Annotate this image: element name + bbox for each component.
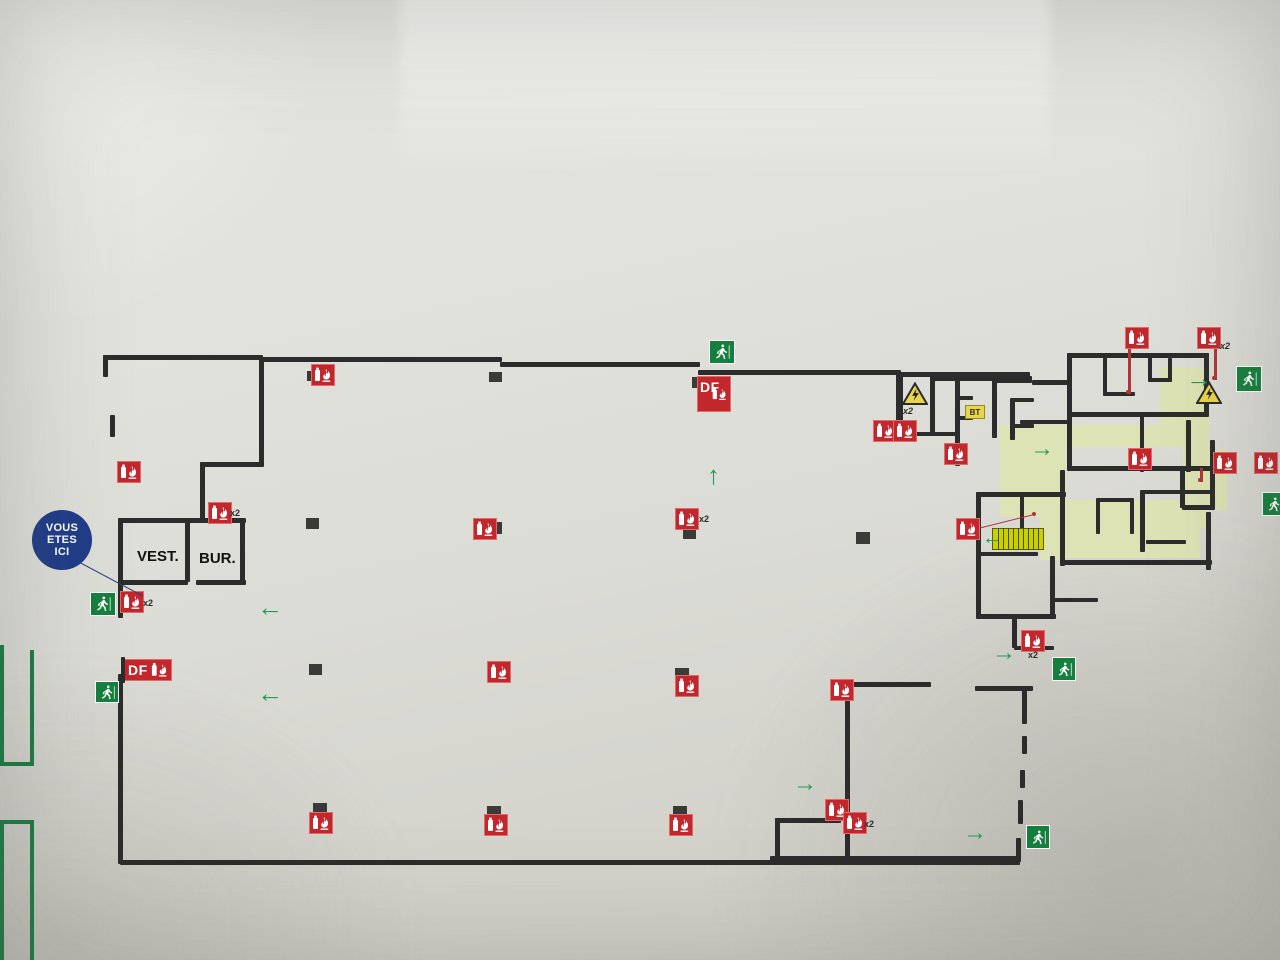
column [856, 532, 870, 544]
fire-extinguisher-sign [120, 591, 144, 613]
x2-label: x2 [230, 508, 241, 518]
x2-label: x2 [864, 819, 875, 829]
fire-extinguisher-sign [484, 814, 508, 836]
evacuation-arrow-right: → [793, 770, 817, 797]
df-label: DF [700, 379, 720, 395]
fire-extinguisher-sign [1213, 452, 1237, 474]
fire-extinguisher-sign [675, 508, 699, 530]
you-are-here-bubble: VOUS ETES ICI [32, 510, 92, 570]
fire-extinguisher-sign [1128, 448, 1152, 470]
electrical-hazard-triangle [901, 381, 929, 411]
bt-label: BT [965, 405, 985, 419]
fire-extinguisher-sign [944, 443, 968, 465]
x2-label: x2 [699, 514, 710, 524]
you-are-here-line2: ETES [47, 534, 77, 546]
fire-extinguisher-sign [117, 461, 141, 483]
fire-door-sign [697, 376, 731, 412]
x2-label: x2 [903, 406, 914, 416]
emergency-exit-sign [95, 681, 119, 703]
column [489, 372, 502, 382]
you-are-here-line3: ICI [54, 546, 70, 558]
fire-extinguisher-sign [843, 812, 867, 834]
emergency-exit-sign [1052, 657, 1076, 681]
fire-extinguisher-sign [873, 420, 897, 442]
fire-extinguisher-sign [1125, 327, 1149, 349]
column [309, 664, 322, 675]
emergency-exit-sign [1262, 492, 1280, 516]
glare-reflection [400, 0, 1050, 180]
x2-label: x2 [1028, 650, 1039, 660]
fire-extinguisher-sign [309, 812, 333, 834]
evacuation-arrow-right: → [963, 819, 987, 846]
fire-extinguisher-sign [669, 814, 693, 836]
room-label-bur: BUR. [199, 550, 236, 567]
fire-extinguisher-sign [1254, 452, 1278, 474]
emergency-exit-sign [1026, 825, 1050, 849]
column [683, 527, 696, 539]
fire-extinguisher-sign [473, 518, 497, 540]
fire-extinguisher-sign [675, 675, 699, 697]
stairs-direction-arrow: ← [982, 527, 1002, 549]
fire-extinguisher-sign [1021, 630, 1045, 652]
shadow-bottom-left [0, 660, 420, 960]
evacuation-arrow-left: ← [257, 678, 283, 708]
fire-extinguisher-sign [208, 502, 232, 524]
room-label-vest: VEST. [137, 548, 179, 565]
df-label: DF [128, 662, 148, 678]
shadow-bottom-right [700, 500, 1280, 960]
fire-extinguisher-sign [311, 364, 335, 386]
fire-extinguisher-sign [830, 679, 854, 701]
emergency-exit-sign [1236, 366, 1262, 392]
x2-label: x2 [143, 598, 154, 608]
fire-extinguisher-sign [487, 661, 511, 683]
light-highlight-top-left [0, 0, 330, 340]
fire-extinguisher-sign [956, 518, 980, 540]
evacuation-arrow-right: → [992, 639, 1016, 666]
evacuation-arrow-up: ↑ [707, 460, 720, 490]
you-are-here-line1: VOUS [45, 522, 79, 534]
emergency-exit-sign [90, 592, 116, 616]
evacuation-arrow-right: → [1030, 435, 1054, 462]
column [306, 518, 319, 529]
x2-label: x2 [1220, 341, 1231, 351]
fire-extinguisher-sign [1197, 327, 1221, 349]
electrical-hazard-triangle [1195, 380, 1223, 410]
emergency-exit-sign [709, 340, 735, 364]
fire-extinguisher-sign [893, 420, 917, 442]
evacuation-arrow-left: ← [257, 592, 283, 622]
